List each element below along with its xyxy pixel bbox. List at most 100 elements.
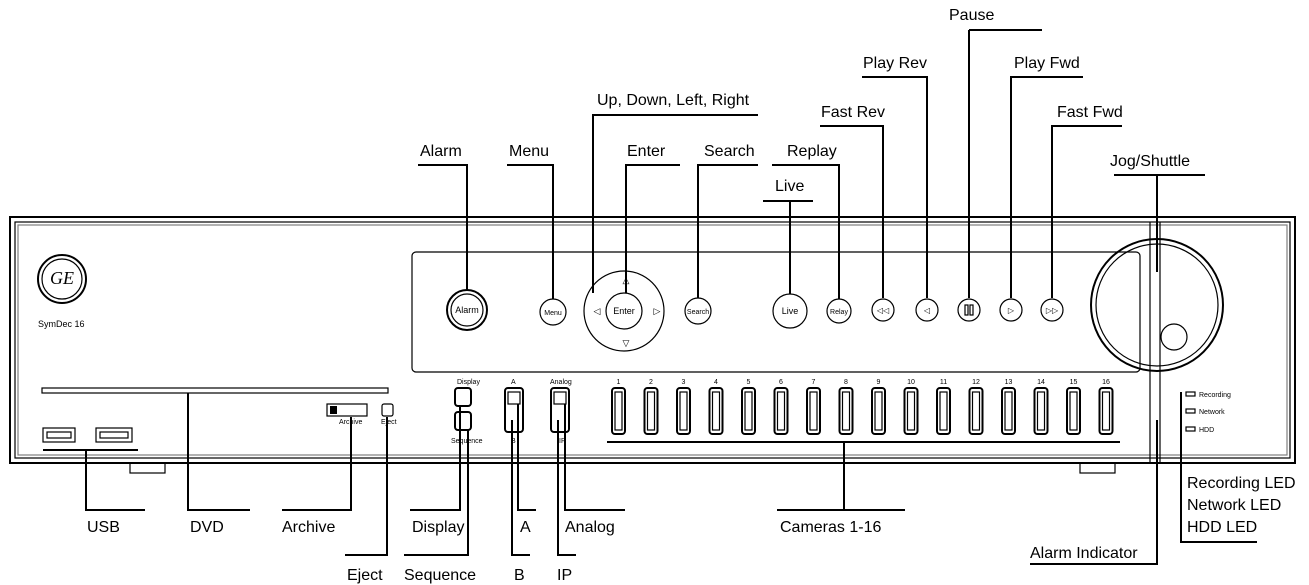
- camera-button-inner: [614, 391, 623, 431]
- dvd-drive-slot[interactable]: [41, 387, 389, 394]
- play-rev-button[interactable]: ◁: [915, 298, 939, 322]
- network-led-label: Network: [1199, 409, 1225, 416]
- callout-enter: Enter: [627, 143, 666, 160]
- camera-button-inner: [841, 391, 851, 431]
- fast-rev-button[interactable]: ◁◁: [871, 298, 895, 322]
- hdd-led-label: HDD: [1199, 427, 1214, 434]
- display-button[interactable]: [454, 387, 472, 407]
- callout-live: Live: [775, 178, 804, 195]
- camera-button-inner: [971, 391, 981, 431]
- camera-button-13[interactable]: [1001, 387, 1016, 435]
- camera-number-label: 12: [972, 379, 980, 386]
- replay-button[interactable]: Relay: [826, 298, 852, 324]
- search-button[interactable]: Search: [684, 297, 712, 325]
- usb-port-2[interactable]: [95, 427, 133, 443]
- alarm-button[interactable]: Alarm: [446, 289, 488, 331]
- sequence-button[interactable]: [454, 411, 472, 431]
- usb-port-1[interactable]: [42, 427, 76, 443]
- camera-button-15[interactable]: [1066, 387, 1081, 435]
- eject-button[interactable]: [381, 403, 394, 417]
- pause-icon: [964, 304, 969, 316]
- menu-button[interactable]: Menu: [539, 298, 567, 326]
- camera-number-label: 15: [1070, 379, 1078, 386]
- camera-button-4[interactable]: [708, 387, 724, 435]
- archive-button[interactable]: [326, 403, 368, 417]
- camera-button-11[interactable]: [936, 387, 951, 435]
- callout-hdd-led: HDD LED: [1187, 519, 1257, 536]
- camera-button-1[interactable]: [611, 387, 626, 435]
- camera-number-label: 13: [1005, 379, 1013, 386]
- a-b-toggle-button[interactable]: [504, 387, 524, 433]
- callout-usb: USB: [87, 519, 120, 536]
- camera-button-10[interactable]: [903, 387, 919, 435]
- callout-eject: Eject: [347, 567, 383, 584]
- callout-alarm-indicator: Alarm Indicator: [1030, 545, 1138, 562]
- camera-number-label: 10: [907, 379, 915, 386]
- camera-number-label: 4: [714, 379, 718, 386]
- fast-fwd-button[interactable]: ▷▷: [1040, 298, 1064, 322]
- camera-number-label: 1: [617, 379, 621, 386]
- camera-button-inner: [646, 391, 656, 431]
- callout-fast-fwd: Fast Fwd: [1057, 104, 1123, 121]
- camera-button-inner: [809, 391, 818, 431]
- left-arrow-icon: ◁: [594, 306, 601, 316]
- play-fwd-icon: ▷: [1008, 306, 1015, 315]
- live-button[interactable]: Live: [772, 293, 808, 329]
- pause-button[interactable]: [957, 298, 981, 322]
- model-name: SymDec 16: [38, 319, 85, 329]
- camera-button-3[interactable]: [676, 387, 691, 435]
- camera-button-inner: [1101, 391, 1111, 431]
- svg-text:Menu: Menu: [544, 310, 562, 317]
- right-arrow-icon: ▷: [654, 306, 661, 316]
- display-small-label: Display: [457, 379, 480, 386]
- camera-number-label: 16: [1102, 379, 1110, 386]
- camera-button-5[interactable]: [741, 387, 756, 435]
- camera-button-inner: [1036, 391, 1046, 431]
- camera-number-label: 6: [779, 379, 783, 386]
- sequence-small-label: Sequence: [451, 438, 483, 445]
- callout-search: Search: [704, 143, 755, 160]
- camera-button-8[interactable]: [838, 387, 854, 435]
- callout-pause: Pause: [949, 7, 994, 24]
- camera-number-label: 5: [747, 379, 751, 386]
- callout-replay: Replay: [787, 143, 837, 160]
- camera-button-inner: [744, 391, 753, 431]
- play-fwd-button[interactable]: ▷: [999, 298, 1023, 322]
- camera-button-16[interactable]: [1098, 387, 1114, 435]
- hdd-led: [1185, 426, 1196, 432]
- camera-button-inner: [1069, 391, 1078, 431]
- camera-button-6[interactable]: [773, 387, 789, 435]
- b-small-label: B: [511, 438, 516, 445]
- callout-b: B: [514, 567, 525, 584]
- camera-button-7[interactable]: [806, 387, 821, 435]
- fast-rev-icon: ◁◁: [877, 306, 890, 315]
- callout-fast-rev: Fast Rev: [821, 104, 885, 121]
- top-callouts: Up, Down, Left, Right Pause Play Rev Pla…: [418, 7, 1205, 299]
- a-small-label: A: [511, 379, 516, 386]
- callout-sequence: Sequence: [404, 567, 476, 584]
- ge-logo-icon: GE: [37, 254, 87, 304]
- down-arrow-icon: ▽: [623, 338, 630, 348]
- callout-jog-shuttle: Jog/Shuttle: [1110, 153, 1190, 170]
- camera-button-inner: [679, 391, 688, 431]
- callout-play-rev: Play Rev: [863, 55, 927, 72]
- camera-button-inner: [711, 391, 721, 431]
- camera-number-label: 3: [682, 379, 686, 386]
- svg-text:Live: Live: [782, 306, 799, 316]
- camera-button-12[interactable]: [968, 387, 984, 435]
- camera-button-14[interactable]: [1033, 387, 1049, 435]
- analog-ip-toggle-button[interactable]: [550, 387, 570, 433]
- navigation-pad[interactable]: Enter △ ▽ ◁ ▷: [583, 270, 665, 352]
- network-led: [1185, 408, 1196, 414]
- camera-button-2[interactable]: [643, 387, 659, 435]
- camera-button-9[interactable]: [871, 387, 886, 435]
- callout-recording-led: Recording LED: [1187, 475, 1296, 492]
- camera-button-inner: [776, 391, 786, 431]
- camera-button-inner: [874, 391, 883, 431]
- callout-dvd: DVD: [190, 519, 224, 536]
- camera-button-inner: [1004, 391, 1013, 431]
- callout-analog: Analog: [565, 519, 615, 536]
- recording-led: [1185, 391, 1196, 397]
